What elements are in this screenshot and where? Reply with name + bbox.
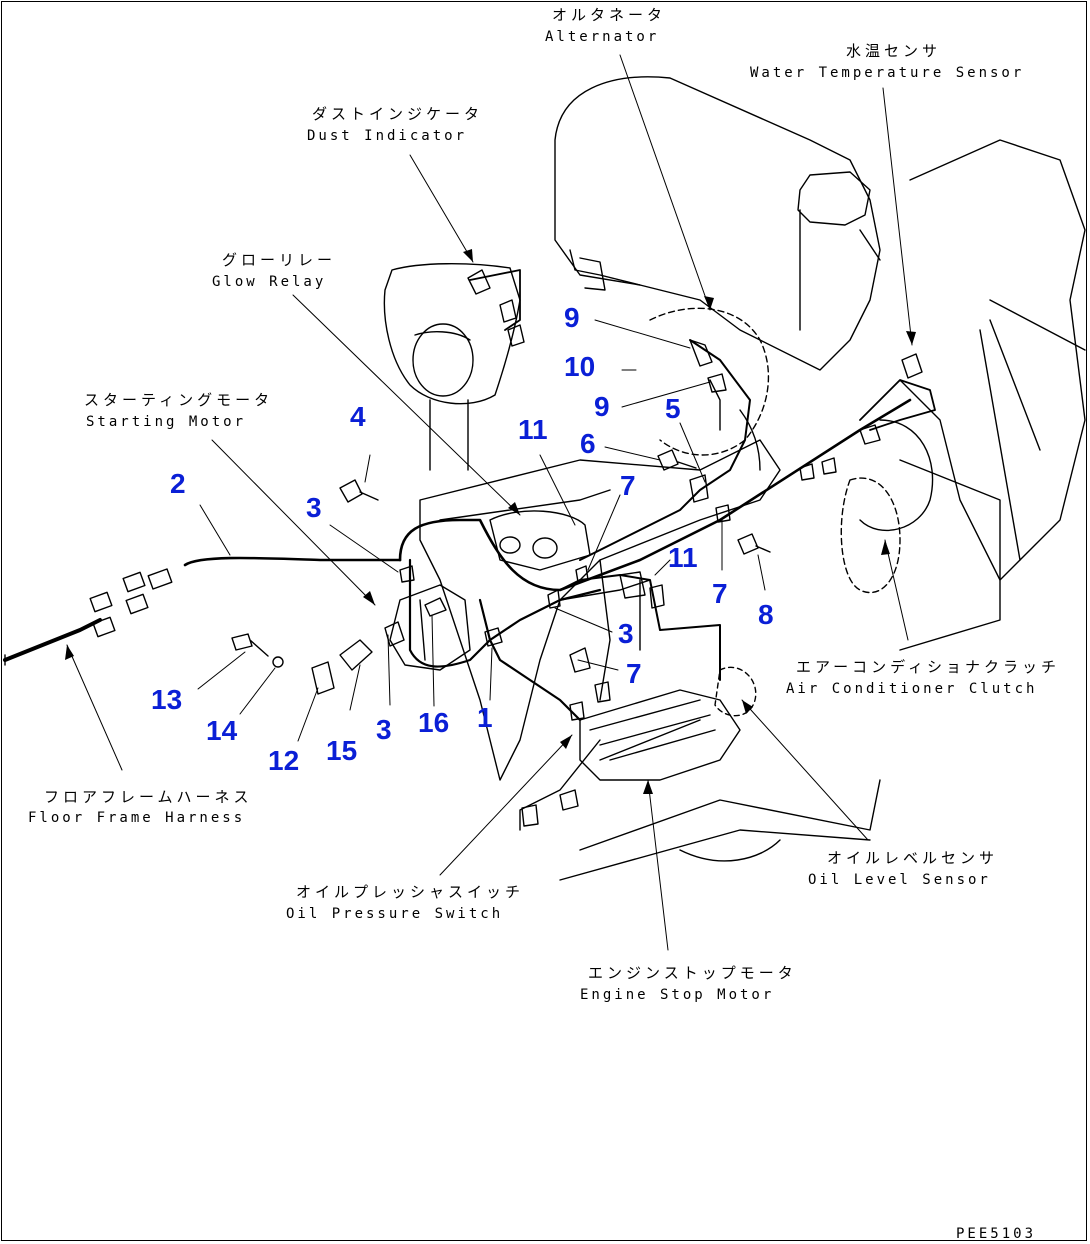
connector xyxy=(122,571,146,593)
part-number: 16 xyxy=(418,707,450,738)
engine-stop-motor-label-jp: エンジンストップモータ xyxy=(588,964,797,982)
part-number: 1 xyxy=(477,702,493,733)
floor-frame-harness-label-en: Floor Frame Harness xyxy=(28,810,246,826)
alternator-dashed xyxy=(649,307,770,456)
part-number: 7 xyxy=(620,470,636,501)
sleeve-15 xyxy=(339,639,373,671)
leader-lines xyxy=(66,54,913,951)
alternator-label-jp: オルタネータ xyxy=(552,6,667,24)
part-number: 9 xyxy=(564,302,580,333)
floor-frame-harness-label-jp: フロアフレームハーネス xyxy=(44,788,253,806)
tank-outline xyxy=(554,76,881,371)
washer-14 xyxy=(272,656,284,668)
fan-blades xyxy=(899,139,1086,581)
clamp-12 xyxy=(311,661,335,695)
air-cleaner-body-line xyxy=(429,399,469,471)
part-number: 7 xyxy=(712,578,728,609)
part-number: 11 xyxy=(668,542,698,573)
alternator-label-en: Alternator xyxy=(545,29,660,45)
bolt-13 xyxy=(231,633,269,657)
oil-level-sensor-dashed xyxy=(714,666,757,717)
starting-motor-label-en: Starting Motor xyxy=(86,414,247,430)
water-temp-sensor-label-jp: 水温センサ xyxy=(846,42,942,60)
part-number: 12 xyxy=(268,745,300,776)
air-cleaner-intake xyxy=(412,323,474,397)
floor-frame-harness xyxy=(183,556,402,567)
part-number: 3 xyxy=(306,492,322,523)
connector xyxy=(89,591,113,613)
dust-indicator-label-en: Dust Indicator xyxy=(307,128,468,144)
water-temp-sensor-label-en: Water Temperature Sensor xyxy=(750,65,1025,81)
arrowheads xyxy=(65,249,916,794)
ac-clutch-dashed xyxy=(840,477,901,594)
bolt-4 xyxy=(339,479,379,503)
part-number: 15 xyxy=(326,735,358,766)
part-number: 13 xyxy=(151,684,183,715)
part-number: 6 xyxy=(580,428,596,459)
oil-pressure-switch-label-jp: オイルプレッシャスイッチ xyxy=(296,883,525,901)
starting-motor xyxy=(389,584,471,671)
bolt-6 xyxy=(657,449,697,471)
bolt-16 xyxy=(424,597,447,617)
part-number: 14 xyxy=(206,715,238,746)
glow-relay xyxy=(489,510,591,571)
part-number: 10 xyxy=(564,351,596,382)
air-conditioner-clutch-label-jp: エアーコンディショナクラッチ xyxy=(796,658,1061,676)
dust-indicator-label-jp: ダストインジケータ xyxy=(312,105,484,123)
connector xyxy=(125,593,149,615)
drawing-code: PEE5103 xyxy=(956,1226,1037,1242)
engine-block xyxy=(419,439,781,781)
air-conditioner-clutch-label-en: Air Conditioner Clutch xyxy=(786,681,1038,697)
glow-relay-label-en: Glow Relay xyxy=(212,274,327,290)
part-number: 5 xyxy=(665,393,681,424)
oil-level-sensor-label-en: Oil Level Sensor xyxy=(808,872,991,888)
part-number: 2 xyxy=(170,468,186,499)
part-number: 7 xyxy=(626,658,642,689)
part-number: 4 xyxy=(350,401,366,432)
starting-motor-label-jp: スターティングモータ xyxy=(84,391,274,409)
part-number: 8 xyxy=(758,599,774,630)
bolt-8 xyxy=(737,533,771,555)
water-sensor-cap xyxy=(797,171,871,226)
air-cleaner-outline xyxy=(383,263,521,405)
engine-stop-motor-label-en: Engine Stop Motor xyxy=(580,987,775,1003)
oil-level-sensor-label-jp: オイルレベルセンサ xyxy=(827,849,999,867)
part-number: 11 xyxy=(518,414,548,445)
main-harness xyxy=(398,398,912,592)
part-number: 3 xyxy=(376,714,392,745)
oil-pan xyxy=(579,689,741,781)
oil-pressure-switch-label-en: Oil Pressure Switch xyxy=(286,906,504,922)
part-number: 3 xyxy=(618,618,634,649)
connector xyxy=(92,616,116,638)
part-number: 9 xyxy=(594,391,610,422)
glow-relay-label-jp: グローリレー xyxy=(222,251,337,269)
